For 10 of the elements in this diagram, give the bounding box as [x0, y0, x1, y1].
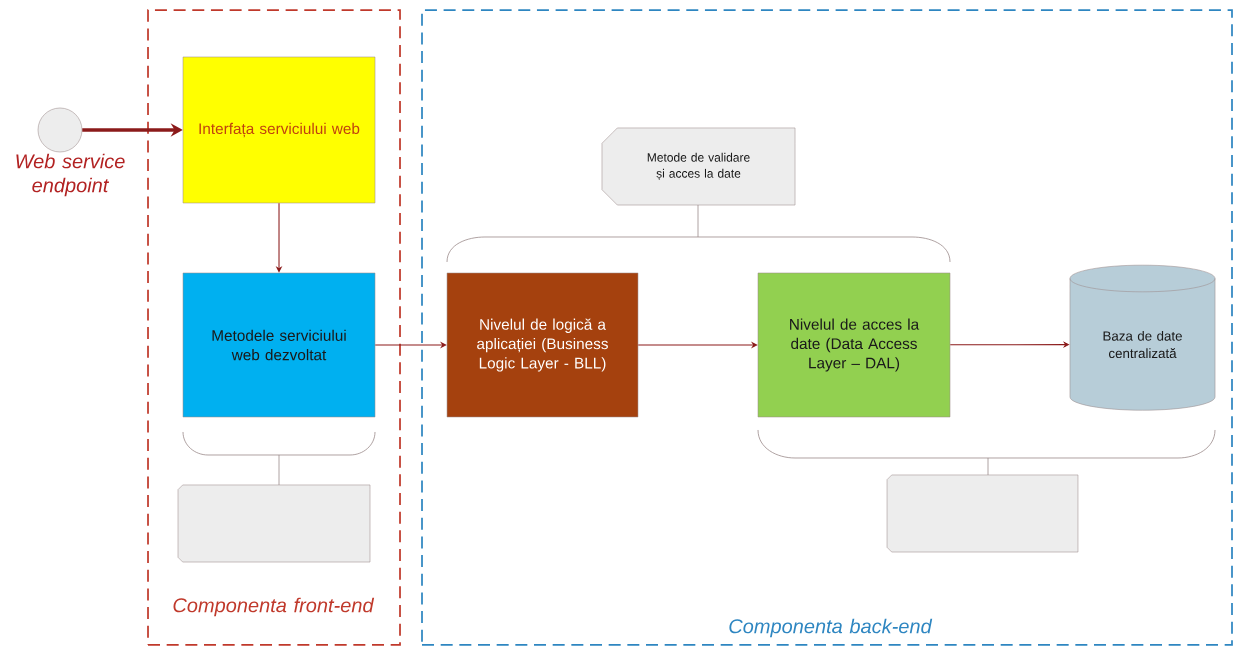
callout-box: Metode de validare și acces la date — [601, 127, 796, 206]
callout-box — [177, 484, 371, 563]
endpoint-label: Web service endpoint — [16, 153, 125, 197]
endpoint-circle — [37, 107, 83, 153]
callout-box — [886, 474, 1079, 553]
process-box: Interfața serviciului web — [182, 56, 376, 204]
database-cylinder: Baza de date centralizată — [1069, 264, 1216, 411]
process-box: Metodele serviciului web dezvoltat — [182, 272, 376, 418]
process-box: Nivelul de acces la date (Data Access Layer – DAL) — [757, 272, 951, 418]
process-box: Nivelul de logică a aplicației (Business Logic Layer - BLL) — [446, 272, 639, 418]
